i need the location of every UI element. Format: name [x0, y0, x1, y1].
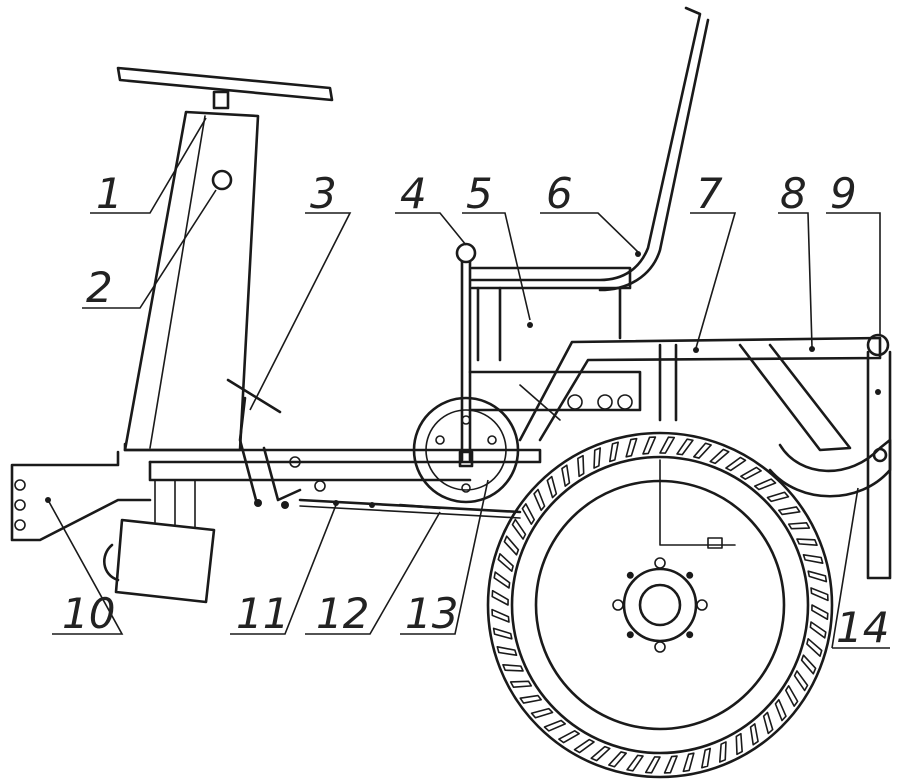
control-rod	[455, 242, 477, 462]
callout-7: 7	[696, 169, 723, 218]
tread-lug	[778, 506, 801, 516]
tread-lug	[608, 441, 619, 463]
tread-lug	[496, 646, 518, 657]
tread-lug	[766, 491, 790, 503]
tread-lug	[492, 627, 513, 640]
hub-bolt	[626, 631, 634, 639]
callout-3: 3	[310, 169, 337, 218]
tread-lug	[749, 723, 759, 746]
tread-lug	[802, 553, 824, 564]
chassis-frame	[10, 442, 542, 542]
tread-lug	[740, 466, 762, 481]
callout-4: 4	[400, 169, 427, 218]
tread-lug	[718, 741, 727, 763]
tread-lug	[784, 685, 799, 707]
callout-6: 6	[546, 169, 573, 218]
hub-bolt	[654, 557, 666, 569]
tread-lug	[735, 732, 743, 756]
tread-lug	[509, 680, 533, 688]
tread-lug	[753, 478, 777, 491]
seat-back	[470, 6, 710, 292]
brake-rod	[298, 498, 522, 519]
rear-hitch	[866, 333, 892, 580]
tread-lug	[642, 436, 657, 455]
hub-bolt	[686, 571, 694, 579]
tread-lug	[644, 756, 661, 774]
hub-bolt	[686, 631, 694, 639]
rear-fender	[518, 336, 892, 498]
tread-lug	[608, 751, 627, 768]
callout-13: 13	[405, 589, 458, 638]
tread-lug	[590, 745, 611, 762]
tread-lug	[502, 663, 524, 672]
tread-lug	[659, 436, 676, 454]
steering-wheel	[116, 66, 334, 110]
pedal-lever	[226, 378, 326, 509]
tread-lug	[796, 538, 818, 547]
tread-lug	[593, 447, 602, 469]
hub-bolt	[612, 599, 624, 611]
tire-tread	[491, 436, 829, 774]
tread-lug	[807, 570, 828, 583]
fuel-tank	[470, 266, 632, 362]
front-weight	[103, 479, 216, 604]
hub-assembly	[412, 396, 520, 504]
linkage-mechanism	[468, 370, 642, 421]
tread-lug	[676, 438, 694, 456]
callout-5: 5	[466, 169, 493, 218]
tread-lug	[793, 670, 809, 692]
tread-lug	[521, 503, 536, 525]
tread-lug	[626, 754, 644, 772]
tread-lug	[762, 711, 774, 735]
tread-lug	[709, 448, 730, 465]
tread-lug	[806, 638, 823, 657]
tread-lug	[810, 587, 829, 602]
callout-1: 1	[96, 169, 123, 218]
tread-lug	[561, 464, 571, 487]
tread-lug	[625, 437, 638, 458]
callout-2: 2	[86, 263, 113, 312]
hub-bolts	[612, 557, 708, 653]
callout-labels: 1 2 3 4 5 6 7 8 9 10 11 12 13 14	[62, 169, 889, 652]
tread-lug	[503, 535, 520, 556]
leader-lines	[47, 117, 890, 649]
tread-lug	[533, 488, 546, 512]
callout-9: 9	[830, 169, 857, 218]
tread-lug	[682, 752, 695, 773]
callout-14: 14	[836, 603, 889, 652]
tread-lug	[811, 604, 829, 621]
callout-11: 11	[236, 589, 289, 638]
tread-lug	[800, 654, 817, 675]
tread-lug	[701, 747, 712, 769]
tread-lug	[511, 518, 527, 540]
tread-lug	[519, 694, 542, 704]
tread-lug	[663, 755, 678, 774]
tread-lug	[725, 456, 747, 472]
tread-lug	[497, 553, 514, 572]
rear-wheel	[486, 431, 834, 779]
tread-lug	[573, 738, 595, 754]
callout-8: 8	[780, 169, 807, 218]
tread-lug	[546, 475, 558, 499]
callout-10: 10	[62, 589, 115, 638]
tread-lug	[774, 698, 787, 722]
tread-lug	[491, 608, 510, 623]
steering-column	[123, 110, 260, 452]
hub-bolt	[654, 641, 666, 653]
tread-lug	[787, 522, 811, 530]
tread-lug	[491, 589, 509, 606]
hub-bolt	[696, 599, 708, 611]
tread-lug	[493, 571, 511, 589]
tread-lug	[530, 707, 554, 719]
tread-lug	[543, 719, 567, 732]
hub-bolt	[626, 571, 634, 579]
tread-lug	[809, 621, 827, 639]
tread-lug	[577, 454, 585, 478]
tread-lug	[693, 442, 712, 459]
callout-12: 12	[316, 589, 369, 638]
tread-lug	[558, 729, 580, 744]
